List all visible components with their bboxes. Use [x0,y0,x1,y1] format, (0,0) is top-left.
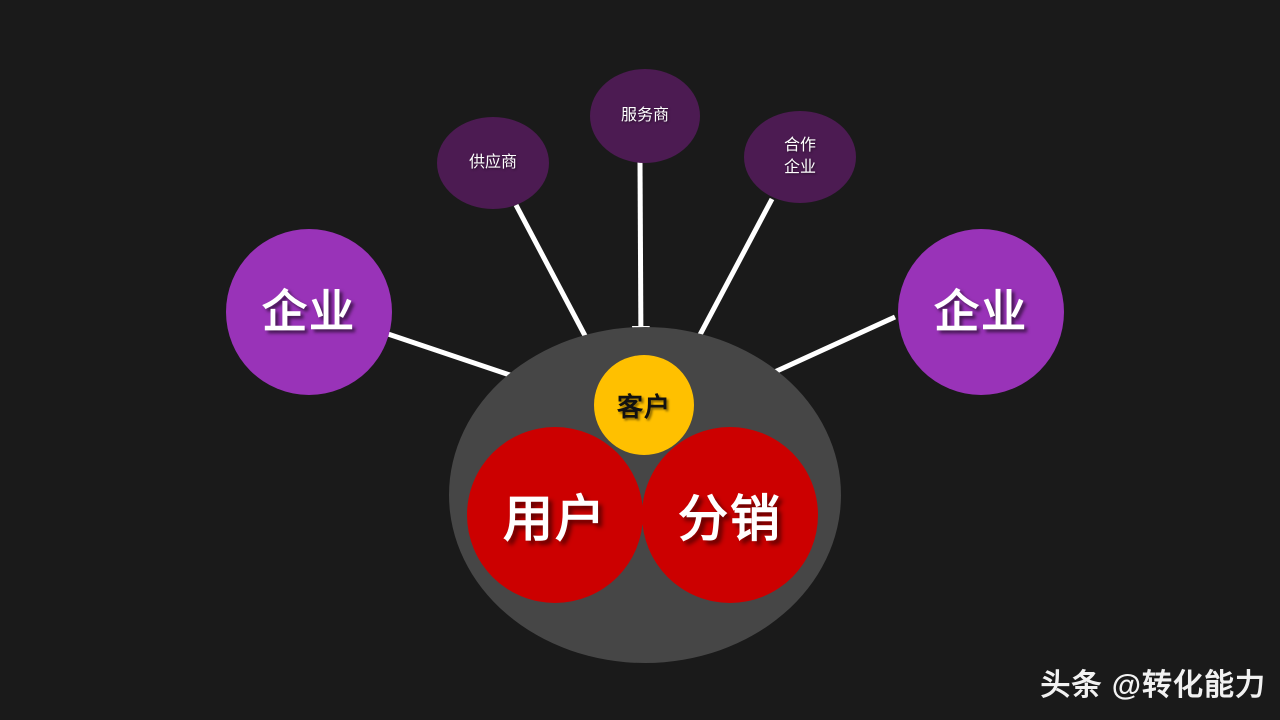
node-user-label: 用户 [503,491,607,547]
node-user[interactable]: 用户 [467,427,643,603]
node-supplier-label: 供应商 [468,154,517,172]
node-enterprise-left-label: 企业 [261,286,356,338]
node-distribution[interactable]: 分销 [642,427,818,603]
node-partner-enterprise-line2: 企业 [783,159,816,176]
node-partner-enterprise-line1: 合作 [783,137,816,155]
node-service-provider-label: 服务商 [620,107,669,125]
node-enterprise-right[interactable]: 企业 [898,229,1064,395]
node-enterprise-left[interactable]: 企业 [226,229,392,395]
arrow-service-to-customer [631,160,650,352]
node-enterprise-right-label: 企业 [933,286,1028,338]
node-partner-enterprise-label: 合作 企业 [784,135,816,178]
node-customer-label: 客户 [616,391,671,422]
node-distribution-label: 分销 [678,491,782,547]
node-partner-enterprise[interactable]: 合作 企业 [744,111,856,203]
node-customer[interactable]: 客户 [594,355,694,455]
node-supplier[interactable]: 供应商 [437,117,549,209]
node-service-provider[interactable]: 服务商 [590,69,700,163]
watermark: 头条 @转化能力 [1040,669,1266,702]
